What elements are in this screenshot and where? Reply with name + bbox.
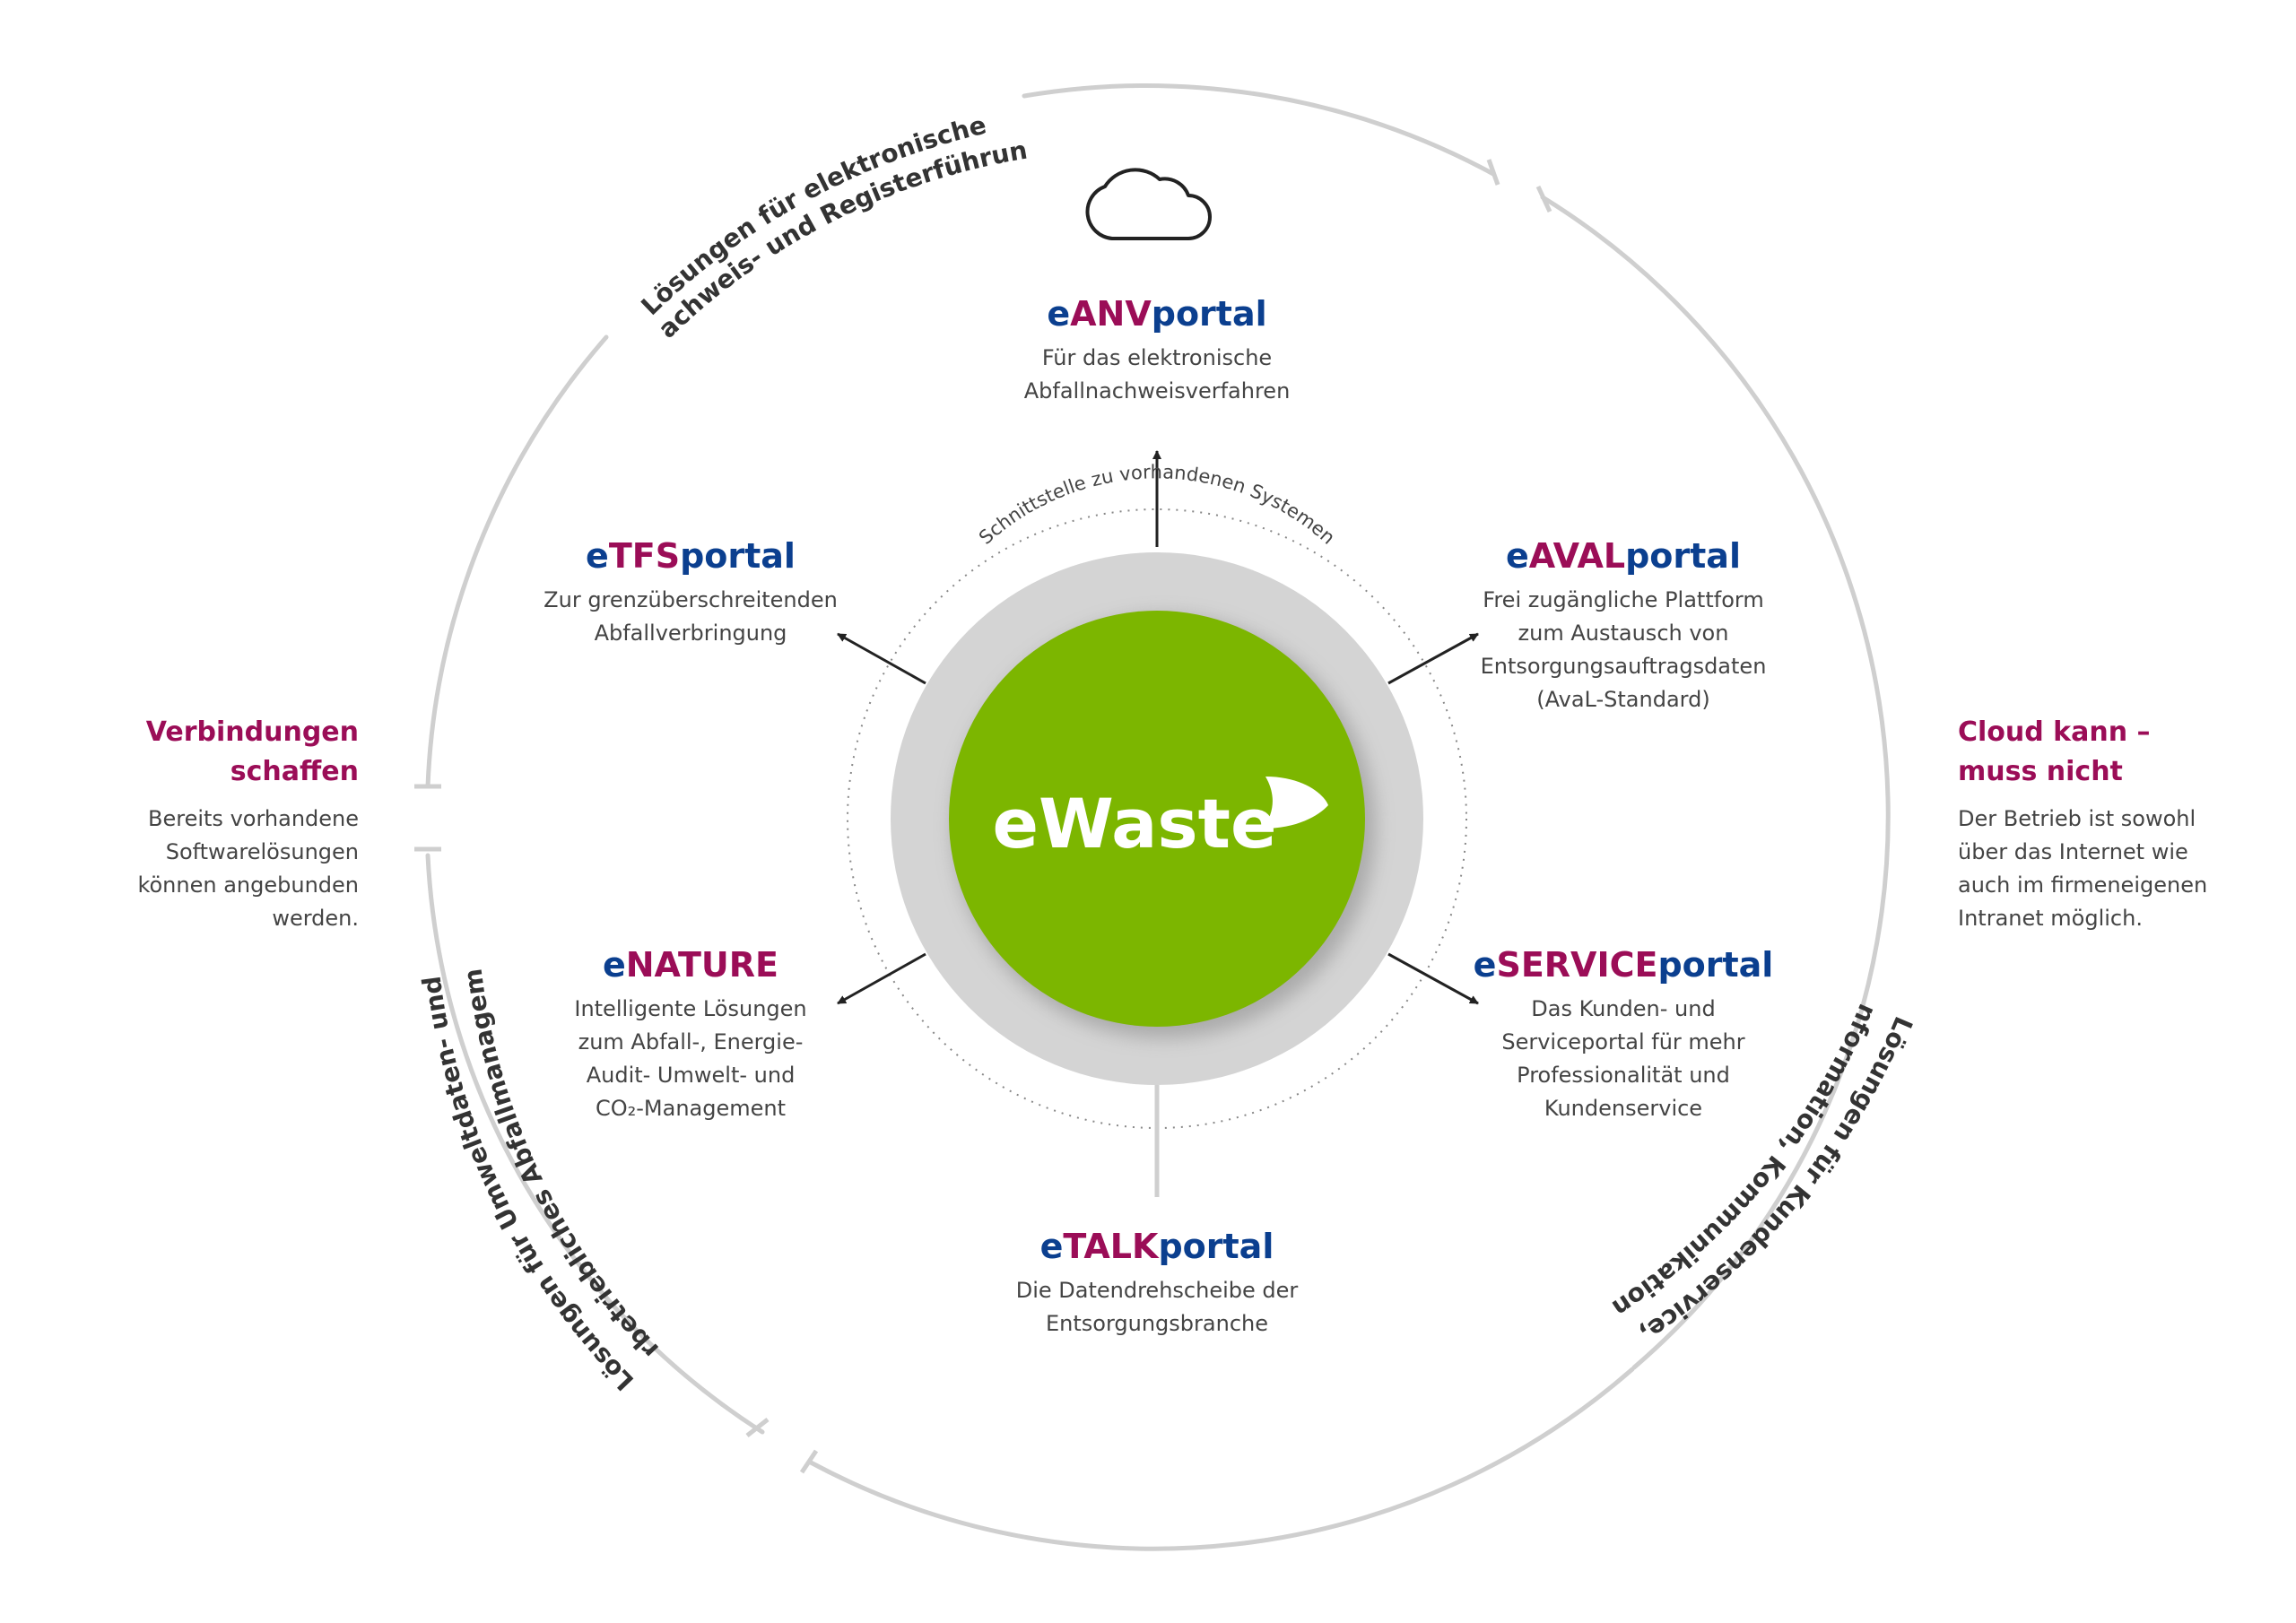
title-highlight: ANV (1070, 294, 1152, 334)
connector-arrows (837, 450, 1479, 1005)
ring-segment-end-caps (414, 159, 1552, 1474)
description-line: Abfallverbringung (594, 621, 787, 646)
description-line: Entsorgungsauftragsdaten (1480, 654, 1767, 679)
portal-eservice: eSERVICEportal Das Kunden- und Servicepo… (1426, 944, 1821, 1125)
portal-enature: eNATURE Intelligente Lösungen zum Abfall… (511, 944, 870, 1125)
outer-ring-segment-top (1022, 83, 1496, 177)
portal-title: eAVALportal (1435, 535, 1812, 577)
arrow-to-eservice (1387, 952, 1479, 1005)
portal-title: eNATURE (511, 944, 870, 985)
description-line: Kundenservice (1544, 1096, 1703, 1121)
description-line: Professionalität und (1517, 1063, 1730, 1088)
side-title-line: Cloud kann – (1958, 716, 2151, 748)
side-note-description: Der Betrieb ist sowohl über das Internet… (1958, 803, 2227, 935)
arc-label-bottom-left-line2: innerbetriebliches Abfallmanagement (0, 0, 665, 1364)
description-line: Intranet möglich. (1958, 906, 2143, 931)
description-line: zum Abfall-, Energie- (578, 1029, 804, 1055)
portal-description: Die Datendrehscheibe der Entsorgungsbran… (978, 1274, 1336, 1341)
portal-etalk: eTALKportal Die Datendrehscheibe der Ent… (978, 1226, 1336, 1341)
description-line: über das Internet wie (1958, 839, 2188, 864)
description-line: Audit- Umwelt- und (586, 1063, 796, 1088)
title-prefix: e (1506, 536, 1529, 576)
side-note-title: Cloud kann – muss nicht (1958, 713, 2227, 792)
description-line: Die Datendrehscheibe der (1015, 1278, 1299, 1303)
description-line: Intelligente Lösungen (574, 996, 807, 1021)
title-highlight: TALK (1063, 1227, 1159, 1266)
description-line: Für das elektronische (1041, 345, 1273, 370)
portal-description: Frei zugängliche Plattform zum Austausch… (1435, 584, 1812, 716)
portal-description: Zur grenzüberschreitenden Abfallverbring… (511, 584, 870, 650)
arrow-to-etfs (837, 632, 926, 685)
side-title-line: Verbindungen (145, 716, 359, 748)
description-line: Serviceportal für mehr (1501, 1029, 1745, 1055)
arrow-to-eaval (1387, 632, 1479, 685)
description-line: Der Betrieb ist sowohl (1958, 806, 2196, 831)
title-prefix: e (1047, 294, 1071, 334)
side-title-line: muss nicht (1958, 756, 2123, 787)
title-highlight: NATURE (625, 945, 779, 985)
description-line: Entsorgungsbranche (1045, 1311, 1268, 1336)
title-highlight: SERVICE (1496, 945, 1658, 985)
description-line: zum Austausch von (1518, 621, 1729, 646)
description-line: können angebunden (137, 872, 359, 898)
portal-title: eTALKportal (978, 1226, 1336, 1267)
description-line: auch im firmeneigenen (1958, 872, 2208, 898)
side-note-left: Verbindungen schaffen Bereits vorhandene… (117, 713, 359, 935)
portal-title: eSERVICEportal (1426, 944, 1821, 985)
description-line: CO₂-Management (595, 1096, 787, 1121)
description-line: Abfallnachweisverfahren (1023, 378, 1291, 404)
description-line: Frei zugängliche Plattform (1483, 587, 1764, 612)
outer-ring (425, 83, 1891, 1551)
description-line: Softwarelösungen (165, 839, 359, 864)
portal-description: Für das elektronische Abfallnachweisverf… (978, 342, 1336, 408)
side-title-line: schaffen (230, 756, 359, 787)
description-line: Zur grenzüberschreitenden (544, 587, 838, 612)
title-highlight: AVAL (1528, 536, 1626, 576)
title-suffix: portal (1625, 536, 1741, 576)
description-line: Bereits vorhandene (148, 806, 359, 831)
outer-ring-segment-bottom-left (425, 853, 765, 1435)
side-note-title: Verbindungen schaffen (117, 713, 359, 792)
portal-eaval: eAVALportal Frei zugängliche Plattform z… (1435, 535, 1812, 716)
title-prefix: e (586, 536, 609, 576)
outer-ring-segment-right (1540, 195, 1891, 1370)
portal-etfs: eTFSportal Zur grenzüberschreitenden Abf… (511, 535, 870, 650)
side-note-description: Bereits vorhandene Softwarelösungen könn… (117, 803, 359, 935)
portal-description: Das Kunden- und Serviceportal für mehr P… (1426, 993, 1821, 1125)
portal-title: eTFSportal (511, 535, 870, 577)
cloud-icon (1085, 168, 1212, 240)
title-prefix: e (1473, 945, 1497, 985)
side-note-right: Cloud kann – muss nicht Der Betrieb ist … (1958, 713, 2227, 935)
portal-title: eANVportal (978, 293, 1336, 334)
arrow-to-enature (837, 952, 926, 1005)
description-line: (AvaL-Standard) (1536, 687, 1710, 712)
title-prefix: e (1039, 1227, 1064, 1266)
ewaste-logo-text: eWaste (992, 784, 1276, 864)
title-suffix: portal (1657, 945, 1774, 985)
title-highlight: TFS (608, 536, 681, 576)
description-line: Das Kunden- und (1531, 996, 1716, 1021)
portal-description: Intelligente Lösungen zum Abfall-, Energ… (511, 993, 870, 1125)
title-prefix: e (602, 945, 626, 985)
description-line: werden. (272, 906, 359, 931)
title-suffix: portal (1151, 294, 1267, 334)
outer-ring-segment-bottom (808, 1367, 1635, 1551)
center-green-circle (949, 611, 1365, 1027)
portal-eanv: eANVportal Für das elektronische Abfalln… (978, 293, 1336, 408)
title-suffix: portal (680, 536, 796, 576)
title-suffix: portal (1158, 1227, 1274, 1266)
outer-ring-segment-left (425, 334, 609, 789)
ewaste-logo-mark (1263, 777, 1328, 829)
